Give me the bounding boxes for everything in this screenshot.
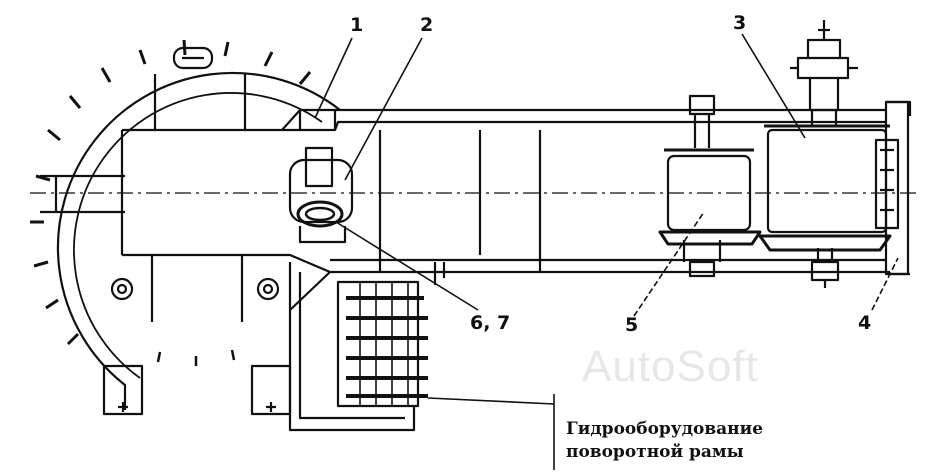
leader-lines — [314, 33, 899, 470]
caption: Гидрооборудование поворотной рамы — [566, 418, 763, 464]
caption-line-1: Гидрооборудование — [566, 419, 764, 439]
drum-5 — [658, 94, 762, 278]
callout-1: 1 — [350, 14, 364, 36]
boom-frame — [30, 100, 918, 276]
turntable — [30, 39, 341, 416]
callout-3: 3 — [733, 12, 747, 34]
hydraulic-stack — [288, 262, 446, 432]
callout-4: 4 — [858, 312, 872, 334]
callout-2: 2 — [420, 14, 434, 36]
callout-6-7: 6, 7 — [470, 312, 511, 334]
watermark: AutoSoft — [582, 342, 759, 391]
swivel-joint — [288, 146, 354, 244]
caption-line-2: поворотной рамы — [566, 442, 744, 462]
callout-5: 5 — [625, 314, 639, 336]
drum-3 — [758, 20, 900, 288]
